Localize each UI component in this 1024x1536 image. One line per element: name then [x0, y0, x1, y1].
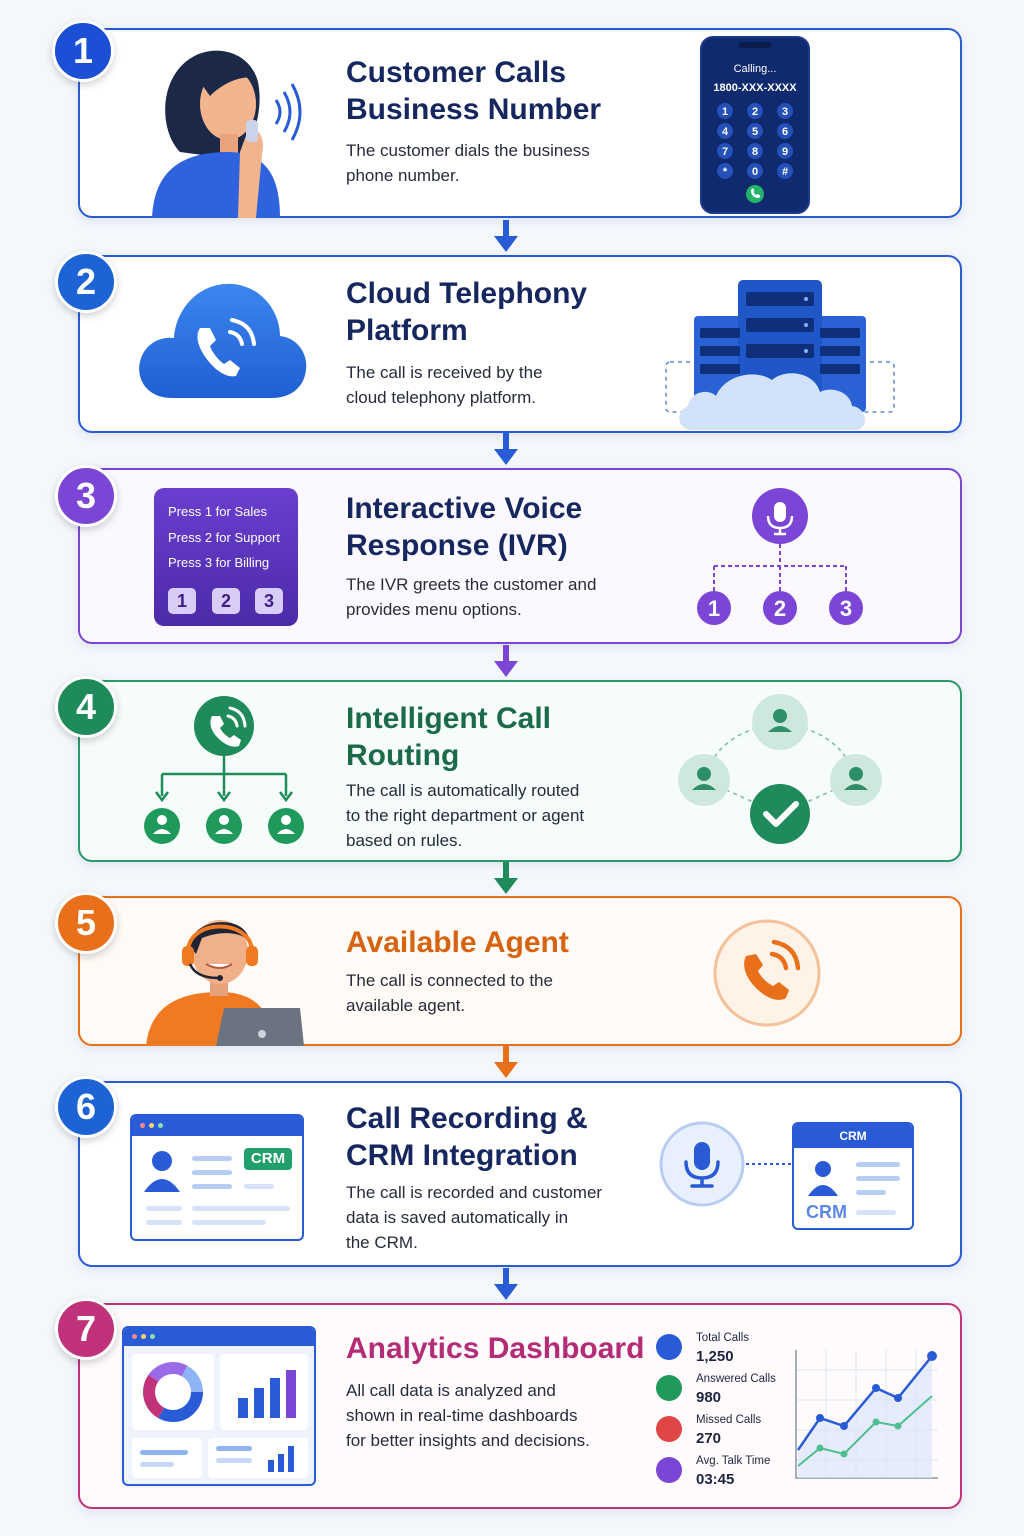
- step-4-title: Intelligent Call Routing: [346, 702, 552, 772]
- stat-total-calls-value: 1,250: [696, 1348, 734, 1365]
- clock-icon: [656, 1457, 682, 1483]
- recording-microphone-icon: [659, 1121, 792, 1207]
- keypad-key[interactable]: 6: [782, 126, 788, 138]
- keypad-key[interactable]: 8: [752, 146, 758, 158]
- keypad-key-bg[interactable]: [777, 163, 793, 179]
- dashboard-mockup: [122, 1326, 316, 1486]
- cloud-phone-icon: [139, 283, 307, 398]
- step-1-title: Customer Calls Business Number: [346, 56, 602, 126]
- arrow-down-2: [494, 433, 518, 465]
- stat-missed-calls-label: Missed Calls: [696, 1414, 762, 1426]
- ivr-key-1[interactable]: 1: [168, 588, 196, 614]
- bar-chart-icon: [220, 1354, 308, 1430]
- stat-avg-talk-time-label: Avg. Talk Time: [696, 1455, 771, 1467]
- stat-answered-calls-value: 980: [696, 1389, 722, 1406]
- arrow-down-1: [494, 220, 518, 252]
- crm-window-mockup: CRM: [130, 1114, 304, 1241]
- ivr-node-1: 1: [708, 596, 720, 621]
- ivr-key-3[interactable]: 3: [255, 588, 283, 614]
- step-6-title: Call Recording & CRM Integration: [346, 1102, 588, 1172]
- keypad-key-bg[interactable]: [747, 123, 763, 139]
- phone-icon: [656, 1334, 682, 1360]
- stat-total-calls-label: Total Calls: [696, 1332, 750, 1344]
- step-5-badge: 5: [55, 892, 117, 954]
- step-4-badge: 4: [55, 676, 117, 738]
- step-4-description: The call is automatically routed to the …: [346, 781, 585, 850]
- keypad-key-bg[interactable]: [717, 163, 733, 179]
- keypad-key-bg[interactable]: [717, 123, 733, 139]
- arrow-down-5: [494, 1046, 518, 1078]
- phone-dialer: Calling... 1800-XXX-XXXX 1 2 3 4 5 6 7 8 9 * 0 #: [700, 36, 810, 214]
- keypad-key-bg[interactable]: [777, 103, 793, 119]
- ivr-tree-diagram: 1 2 3: [697, 488, 863, 625]
- crm-badge: CRM: [244, 1148, 292, 1170]
- keypad-key-bg[interactable]: [747, 143, 763, 159]
- arrow-down-3: [494, 645, 518, 677]
- keypad-key-bg[interactable]: [777, 123, 793, 139]
- ivr-menu-line-1: Press 1 for Sales: [168, 504, 267, 519]
- keypad-key[interactable]: 9: [782, 146, 788, 158]
- keypad-key-bg[interactable]: [747, 103, 763, 119]
- step-7-title: Analytics Dashboard: [346, 1332, 645, 1365]
- ivr-key-2[interactable]: 2: [212, 588, 240, 614]
- keypad-key[interactable]: #: [782, 166, 788, 178]
- keypad-key[interactable]: 0: [752, 166, 758, 178]
- phone-missed-icon: [656, 1416, 682, 1442]
- step-3-title: Interactive Voice Response (IVR): [346, 492, 583, 562]
- ivr-menu-panel: Press 1 for Sales Press 2 for Support Pr…: [154, 488, 298, 626]
- keypad-key-bg[interactable]: [747, 163, 763, 179]
- ivr-menu-line-3: Press 3 for Billing: [168, 555, 270, 570]
- ivr-node-2: 2: [774, 596, 786, 621]
- crm-card-header: CRM: [794, 1124, 912, 1148]
- step-5-title: Available Agent: [346, 926, 569, 959]
- keypad-key[interactable]: 7: [722, 146, 728, 158]
- keypad-key[interactable]: 5: [752, 126, 758, 138]
- step-2-title: Cloud Telephony Platform: [346, 277, 588, 347]
- step-1-description: The customer dials the business phone nu…: [346, 141, 590, 185]
- step-7-description: All call data is analyzed and shown in r…: [346, 1381, 590, 1450]
- phone-number: 1800-XXX-XXXX: [713, 82, 797, 94]
- customer-woman-icon: [152, 50, 302, 218]
- keypad-key-bg[interactable]: [717, 103, 733, 119]
- step-2-badge: 2: [55, 251, 117, 313]
- crm-user-icon: [808, 1161, 838, 1196]
- step-6-description: The call is recorded and customer data i…: [346, 1183, 603, 1252]
- step-3-description: The IVR greets the customer and provides…: [346, 575, 597, 619]
- step-3-badge: 3: [55, 465, 117, 527]
- donut-chart-icon: [132, 1354, 214, 1430]
- line-chart-icon: [795, 1350, 938, 1479]
- keypad-key-bg[interactable]: [717, 143, 733, 159]
- agent-network-icon: [678, 694, 882, 844]
- check-icon: [750, 784, 810, 844]
- arrow-down-6: [494, 1268, 518, 1300]
- keypad-key[interactable]: *: [723, 166, 728, 178]
- step-5-description: The call is connected to the available a…: [346, 971, 553, 1015]
- step-2-description: The call is received by the cloud teleph…: [346, 363, 543, 407]
- step-7-badge: 7: [55, 1298, 117, 1360]
- keypad-key[interactable]: 4: [722, 126, 729, 138]
- step-6-badge: 6: [55, 1076, 117, 1138]
- phone-keypad: 1 2 3 4 5 6 7 8 9 * 0 #: [717, 103, 793, 179]
- agent-icons: [144, 808, 304, 844]
- keypad-key[interactable]: 3: [782, 106, 788, 118]
- step-1-badge: 1: [52, 20, 114, 82]
- agent-with-headset-icon: [146, 920, 304, 1046]
- stat-missed-calls-value: 270: [696, 1430, 722, 1447]
- connected-call-icon: [713, 919, 821, 1027]
- crm-logo-text: CRM: [806, 1202, 847, 1222]
- keypad-key-bg[interactable]: [777, 143, 793, 159]
- cloud-servers-icon: [665, 280, 895, 430]
- keypad-key[interactable]: 1: [722, 106, 728, 118]
- arrow-down-4: [494, 862, 518, 894]
- keypad-key[interactable]: 2: [752, 106, 758, 118]
- routing-tree-icon: [144, 696, 304, 844]
- phone-status: Calling...: [734, 63, 777, 75]
- ivr-node-3: 3: [840, 596, 852, 621]
- stat-answered-calls-label: Answered Calls: [696, 1373, 776, 1385]
- crm-record-card: CRM CRM: [792, 1122, 914, 1230]
- ivr-menu-line-2: Press 2 for Support: [168, 530, 280, 545]
- user-avatar-icon: [144, 1151, 180, 1192]
- stat-avg-talk-time-value: 03:45: [696, 1471, 735, 1488]
- phone-answered-icon: [656, 1375, 682, 1401]
